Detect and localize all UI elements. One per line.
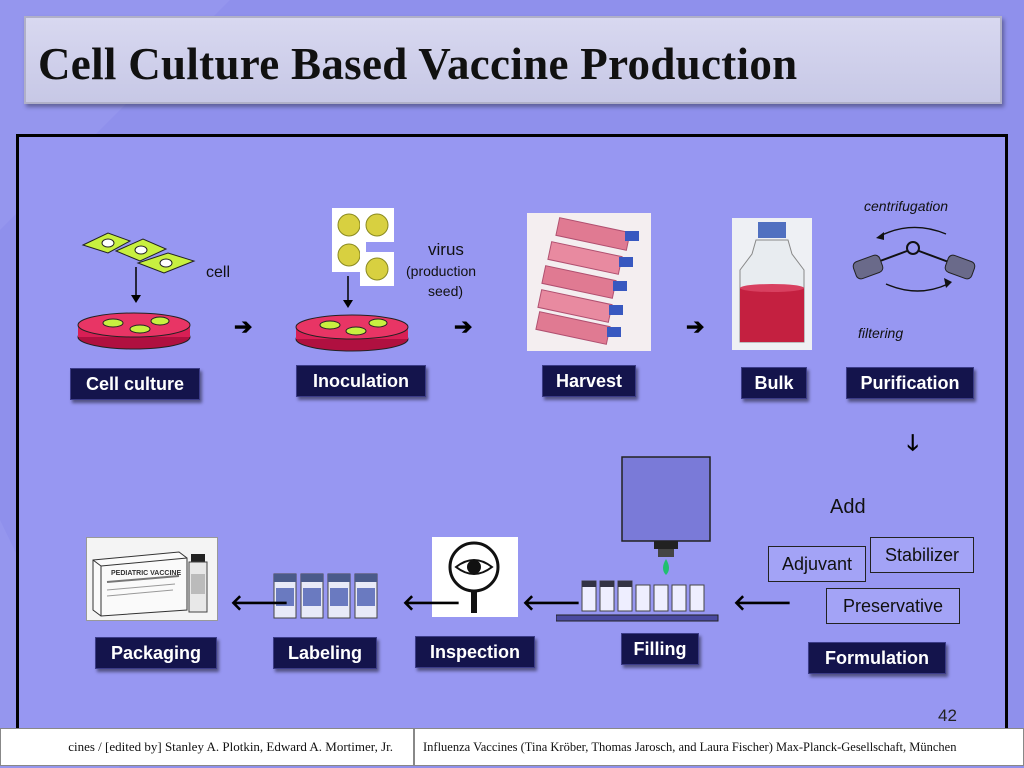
footer-reference-left: cines / [edited by] Stanley A. Plotkin, …	[0, 728, 414, 766]
step-label-labeling: Labeling	[273, 637, 377, 669]
process-diagram-panel	[16, 134, 1008, 732]
vials-row-icon	[581, 580, 705, 612]
arrow-left-icon: 🡐	[402, 590, 461, 615]
arrow-right-icon: ➔	[454, 314, 473, 339]
step-label-purification: Purification	[846, 367, 974, 399]
vaccine-box-icon	[92, 551, 208, 617]
page-number: 42	[938, 706, 957, 725]
virus-annotation: virus	[428, 240, 464, 259]
cell-culture-illustration	[77, 232, 196, 350]
step-label-bulk: Bulk	[741, 367, 807, 399]
add-annotation: Add	[830, 496, 866, 518]
bulk-bottle-illustration	[732, 218, 812, 350]
step-label-packaging: Packaging	[95, 637, 217, 669]
centrifuge-icon	[852, 226, 976, 292]
step-label-inspection: Inspection	[415, 636, 535, 668]
centrifugation-annotation: centrifugation	[864, 198, 949, 214]
packaging-illustration: PEDIATRIC VACCINE	[86, 537, 218, 621]
virus-particles-icon	[332, 208, 394, 286]
inspection-illustration	[432, 537, 518, 617]
filling-nozzle-icon	[621, 456, 711, 575]
inoculation-illustration	[295, 208, 409, 352]
labeled-vials-illustration	[273, 573, 378, 619]
title-bar: Cell Culture Based Vaccine Production	[24, 16, 1002, 104]
slide-title: Cell Culture Based Vaccine Production	[38, 39, 798, 89]
magnifier-eye-icon	[448, 541, 500, 613]
centrifuge-illustration	[852, 226, 976, 292]
filtering-annotation: filtering	[858, 325, 904, 341]
petri-dish-icon	[295, 314, 409, 352]
package-label-text: PEDIATRIC VACCINE	[111, 570, 182, 577]
arrow-left-icon: 🡐	[522, 590, 581, 615]
footer-reference-right: Influenza Vaccines (Tina Kröber, Thomas …	[414, 728, 1024, 766]
step-label-cell-culture: Cell culture	[70, 368, 200, 400]
arrow-right-icon: ➔	[234, 314, 253, 339]
harvest-flasks-illustration	[527, 213, 651, 351]
preservative-box: Preservative	[826, 588, 960, 624]
stabilizer-box: Stabilizer	[870, 537, 974, 573]
arrow-right-icon: ➔	[686, 314, 705, 339]
step-label-inoculation: Inoculation	[296, 365, 426, 397]
arrow-left-icon: 🡐	[230, 590, 289, 615]
footer-left-text: cines / [edited by] Stanley A. Plotkin, …	[68, 739, 393, 754]
seed-annotation: seed)	[428, 283, 464, 299]
step-label-formulation: Formulation	[808, 642, 946, 674]
filling-machine-illustration	[556, 456, 719, 622]
petri-dish-icon	[77, 312, 191, 350]
footer-right-text: Influenza Vaccines (Tina Kröber, Thomas …	[423, 739, 957, 754]
arrow-down-icon: 🡓	[907, 430, 919, 455]
step-label-filling: Filling	[621, 633, 699, 665]
production-annotation: (production	[406, 263, 477, 279]
arrow-left-icon: 🡐	[733, 590, 792, 615]
vials-icon	[273, 573, 378, 619]
culture-flasks-icon	[535, 217, 639, 345]
cells-icon	[81, 232, 196, 274]
cell-annotation: cell	[206, 264, 231, 281]
adjuvant-box: Adjuvant	[768, 546, 866, 582]
bottle-icon	[739, 222, 805, 343]
step-label-harvest: Harvest	[542, 365, 636, 397]
